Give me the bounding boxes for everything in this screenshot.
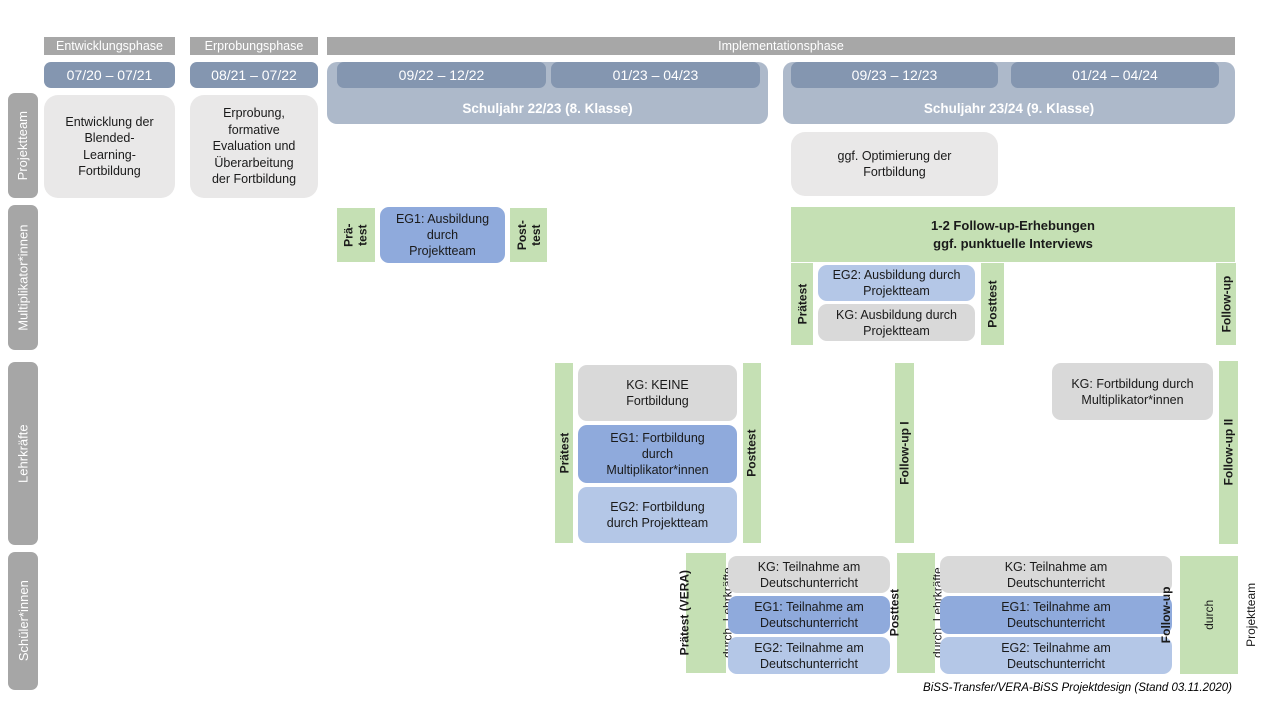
box-eg2-ausbildung-projektteam: EG2: Ausbildung durch Projektteam [818,265,975,301]
row-label-projektteam: Projektteam [8,93,38,198]
bar-praetest-multiplikatoren-1-text: Prä- test [341,223,370,247]
bar-praetest-lehrkraefte-text: Prätest [556,432,571,474]
praetest-vera-line1: Prätest (VERA) [677,570,692,656]
date-bar-0923-1223: 09/23 – 12/23 [791,62,998,88]
row-label-projektteam-text: Projektteam [15,110,31,181]
followup-schueler-line2: durch [1201,599,1216,631]
box-kg-fortbildung-multiplikatoren: KG: Fortbildung durch Multiplikator*inne… [1052,363,1213,420]
box-eg1-fortbildung-multiplikatoren: EG1: Fortbildung durch Multiplikator*inn… [578,425,737,483]
row-label-lehrkraefte-text: Lehrkräfte [15,424,31,483]
box-kg-ausbildung-projektteam: KG: Ausbildung durch Projektteam [818,304,975,341]
school-year-label-22-23: Schuljahr 22/23 (8. Klasse) [462,100,633,116]
box-eg1-teilnahme-1: EG1: Teilnahme am Deutschunterricht [728,596,890,634]
bar-followup2-lehrkraefte-text: Follow-up II [1221,419,1236,486]
bar-followup-multiplikatoren-text: Follow-up [1218,275,1233,333]
date-bar-0922-1222: 09/22 – 12/22 [337,62,546,88]
followup-schueler-line1: Follow-up [1159,586,1174,644]
box-eg1-teilnahme-2: EG1: Teilnahme am Deutschunterricht [940,596,1172,634]
phase-bar-implementationsphase: Implementationsphase [327,37,1235,55]
row-label-schuelerinnen-text: Schüler*innen [15,580,31,662]
bar-followup-projektteam-schueler-text: Follow-up durch Projektteam [1131,583,1280,647]
bar-followup-multiplikatoren: Follow-up [1216,263,1236,345]
date-bar-0720-0721: 07/20 – 07/21 [44,62,175,88]
box-erprobung-evaluation: Erprobung, formative Evaluation und Über… [190,95,318,198]
box-kg-teilnahme-1: KG: Teilnahme am Deutschunterricht [728,556,890,593]
bar-followup1-lehrkraefte: Follow-up I [895,363,914,543]
box-eg2-teilnahme-2: EG2: Teilnahme am Deutschunterricht [940,637,1172,674]
bar-followup2-lehrkraefte: Follow-up II [1219,361,1238,544]
date-bar-0123-0423: 01/23 – 04/23 [551,62,760,88]
box-eg2-teilnahme-1: EG2: Teilnahme am Deutschunterricht [728,637,890,674]
bar-posttest-lehrkraefte-text: Posttest [744,429,759,477]
school-year-label-23-24: Schuljahr 23/24 (9. Klasse) [923,100,1095,116]
row-label-lehrkraefte: Lehrkräfte [8,362,38,545]
box-kg-keine-fortbildung: KG: KEINE Fortbildung [578,365,737,421]
box-optimierung-fortbildung: ggf. Optimierung der Fortbildung [791,132,998,196]
bar-followup-projektteam-schueler: Follow-up durch Projektteam [1159,556,1258,674]
diagram-caption: BiSS-Transfer/VERA-BiSS Projektdesign (S… [923,682,1232,694]
box-eg2-fortbildung-projektteam: EG2: Fortbildung durch Projektteam [578,487,737,543]
row-label-schuelerinnen: Schüler*innen [8,552,38,690]
posttest-schueler-line1: Posttest [887,589,902,637]
bar-praetest-multiplikatoren-2-text: Prätest [794,283,809,325]
bar-posttest-schueler: Posttest durch Lehrkräfte [888,553,944,673]
box-eg1-ausbildung-projektteam: EG1: Ausbildung durch Projektteam [380,207,505,263]
bar-posttest-lehrkraefte: Posttest [743,363,761,543]
bar-posttest-multiplikatoren-2: Posttest [981,263,1004,345]
bar-posttest-multiplikatoren-1-text: Post- test [514,220,543,250]
bar-followup1-lehrkraefte-text: Follow-up I [897,421,912,485]
date-bar-0124-0424: 01/24 – 04/24 [1011,62,1219,88]
phase-bar-entwicklungsphase: Entwicklungsphase [44,37,175,55]
bar-praetest-multiplikatoren-1: Prä- test [337,208,375,262]
date-bar-0821-0722: 08/21 – 07/22 [190,62,318,88]
row-label-multiplikatorinnen: Multiplikator*innen [8,205,38,350]
bar-praetest-vera-schueler: Prätest (VERA) durch Lehrkräfte [678,553,734,673]
phase-bar-erprobungsphase: Erprobungsphase [190,37,318,55]
box-followup-erhebungen: 1-2 Follow-up-Erhebungen ggf. punktuelle… [791,207,1235,262]
bar-praetest-lehrkraefte: Prätest [555,363,573,543]
row-label-multiplikatorinnen-text: Multiplikator*innen [15,224,31,331]
followup-schueler-line3: Projektteam [1244,582,1259,648]
bar-posttest-multiplikatoren-1: Post- test [510,208,547,262]
bar-posttest-multiplikatoren-2-text: Posttest [985,280,1000,328]
bar-praetest-multiplikatoren-2: Prätest [791,263,813,345]
box-kg-teilnahme-2: KG: Teilnahme am Deutschunterricht [940,556,1172,593]
box-entwicklung-fortbildung: Entwicklung der Blended- Learning- Fortb… [44,95,175,198]
